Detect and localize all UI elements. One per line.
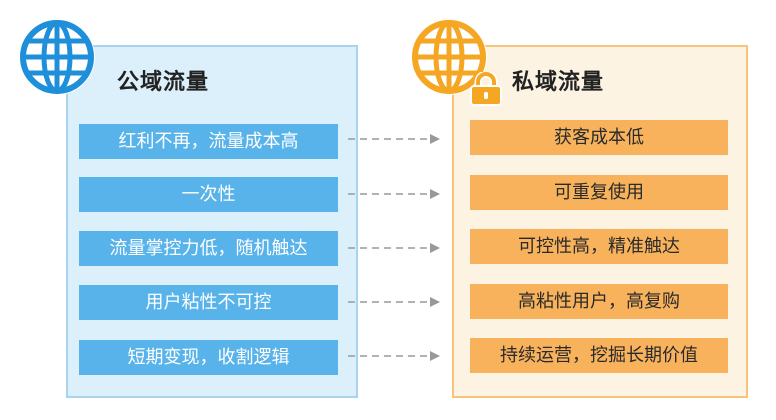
public-item: 用户粘性不可控 [79,285,338,320]
private-item: 高粘性用户，高复购 [470,284,728,319]
dashed-arrow [348,351,440,361]
dashed-arrow [348,243,440,253]
public-item: 一次性 [79,177,338,212]
public-item: 短期变现，收割逻辑 [79,340,338,375]
public-traffic-panel [66,45,358,398]
dashed-arrow [348,189,440,199]
globe-icon [411,19,487,95]
globe-icon [19,19,95,95]
public-item: 红利不再，流量成本高 [79,124,338,159]
lock-icon [470,72,502,106]
private-item: 可控性高，精准触达 [470,229,728,264]
private-item: 可重复使用 [470,175,728,210]
public-item: 流量掌控力低，随机触达 [79,231,338,266]
private-item: 持续运营，挖掘长期价值 [470,338,728,373]
dashed-arrow [348,297,440,307]
private-item: 获客成本低 [470,120,728,155]
private-traffic-title: 私域流量 [512,70,605,95]
dashed-arrow [348,134,440,144]
public-traffic-title: 公域流量 [117,70,210,95]
